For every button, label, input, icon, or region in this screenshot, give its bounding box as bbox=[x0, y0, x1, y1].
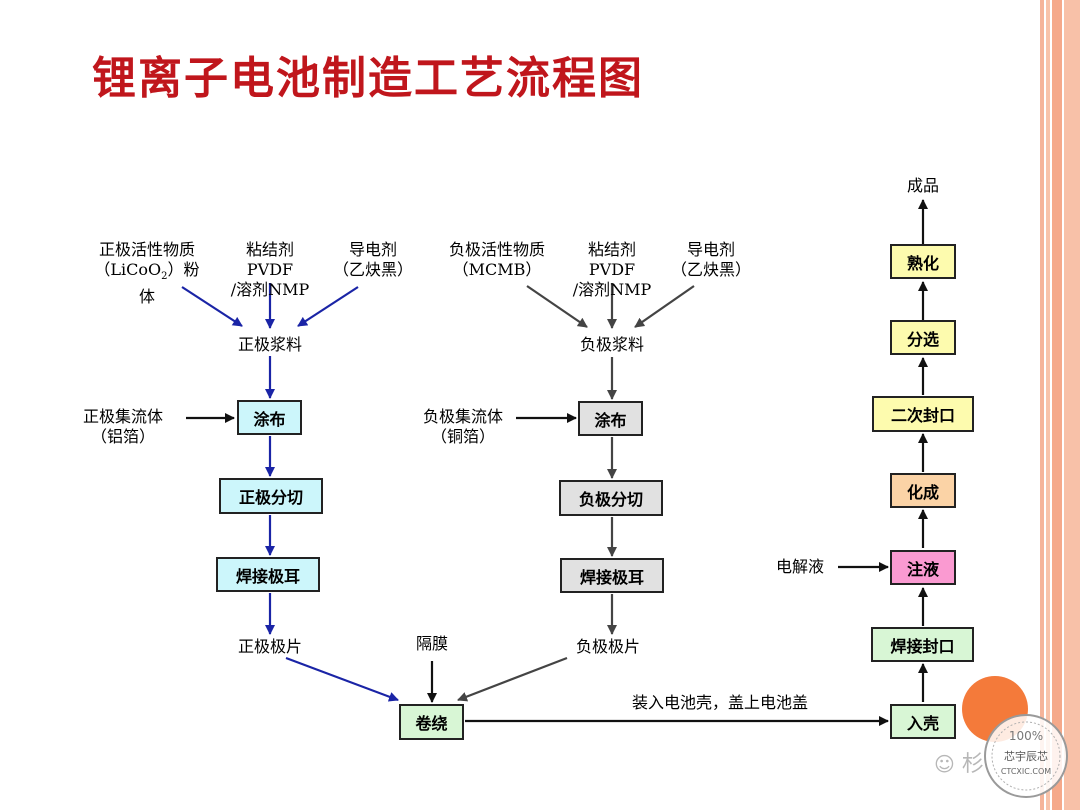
right-border-stripe bbox=[1046, 0, 1050, 810]
cathode-active-material-label: 正极活性物质 （LiCoO2）粉 体 bbox=[94, 240, 200, 307]
anode-collector-label: 负极集流体 （铜箔） bbox=[422, 407, 503, 446]
svg-text:100%: 100% bbox=[1009, 729, 1043, 743]
electrolyte-label: 电解液 bbox=[775, 557, 824, 576]
formation-box: 化成 bbox=[890, 473, 956, 508]
anode-conductor-label: 导电剂 （乙炔黑） bbox=[670, 240, 751, 279]
page-title: 锂离子电池制造工艺流程图 bbox=[92, 53, 644, 104]
cathode-collector-label: 正极集流体 （铝箔） bbox=[82, 407, 163, 446]
cathode-tab-welding-box: 焊接极耳 bbox=[216, 557, 320, 592]
watermark-seal: 100% 芯宇辰芯 CTCXIC.COM bbox=[984, 714, 1068, 798]
anode-binder-label: 粘结剂 PVDF /溶剂NMP bbox=[572, 240, 652, 299]
right-border-stripe bbox=[1064, 0, 1080, 810]
cathode-electrode-label: 正极极片 bbox=[237, 637, 302, 656]
cathode-slurry-label: 正极浆料 bbox=[237, 335, 302, 354]
cathode-coating-box: 涂布 bbox=[237, 400, 302, 435]
svg-text:CTCXIC.COM: CTCXIC.COM bbox=[1001, 767, 1051, 776]
cathode-binder-label: 粘结剂 PVDF /溶剂NMP bbox=[230, 240, 310, 299]
right-border-stripe bbox=[1040, 0, 1044, 810]
weld-seal-box: 焊接封口 bbox=[871, 627, 974, 662]
casing-box: 入壳 bbox=[890, 704, 956, 739]
cathode-conductor-label: 导电剂 （乙炔黑） bbox=[332, 240, 413, 279]
second-seal-box: 二次封口 bbox=[872, 396, 974, 432]
watermark-text: ☺ 杉 bbox=[934, 752, 984, 777]
anode-electrode-label: 负极极片 bbox=[575, 637, 640, 656]
anode-active-material-label: 负极活性物质 （MCMB） bbox=[448, 240, 545, 279]
separator-label: 隔膜 bbox=[415, 634, 448, 653]
anode-coating-box: 涂布 bbox=[578, 401, 643, 436]
anode-slurry-label: 负极浆料 bbox=[579, 335, 644, 354]
product-label: 成品 bbox=[906, 176, 939, 195]
anode-tab-welding-box: 焊接极耳 bbox=[560, 558, 664, 593]
cathode-slitting-box: 正极分切 bbox=[219, 478, 323, 514]
sorting-box: 分选 bbox=[890, 320, 956, 355]
svg-text:芯宇辰芯: 芯宇辰芯 bbox=[1004, 749, 1048, 763]
winding-box: 卷绕 bbox=[399, 704, 464, 740]
casing-label: 装入电池壳，盖上电池盖 bbox=[631, 693, 808, 712]
injection-box: 注液 bbox=[890, 550, 956, 585]
aging-box: 熟化 bbox=[890, 244, 956, 279]
right-border-stripe bbox=[1052, 0, 1062, 810]
anode-slitting-box: 负极分切 bbox=[559, 480, 663, 516]
